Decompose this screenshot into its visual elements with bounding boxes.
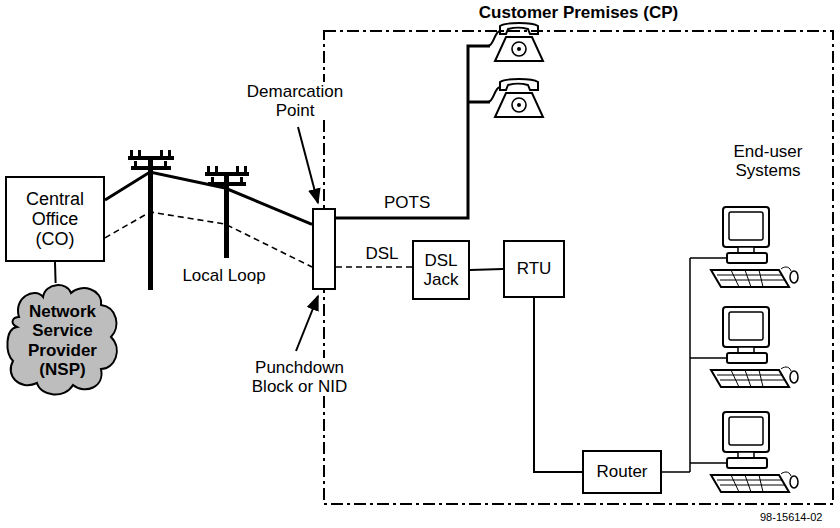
office-box: Central Office (CO): [5, 176, 105, 262]
router-box: Router: [582, 450, 662, 494]
punchdown-block: Punchdown Block or NID: [312, 208, 336, 290]
leader-arrow: [298, 127, 318, 203]
node-text: RTU: [517, 259, 552, 278]
figure-number: 98-15614-02: [760, 511, 822, 523]
connector: [470, 269, 503, 270]
computer-icon: [711, 307, 798, 387]
edge-label: DSL: [363, 244, 400, 263]
telephone-icon: [488, 79, 543, 117]
jack-box: DSL Jack: [412, 240, 470, 300]
utility-pole: [205, 166, 249, 258]
line-label: POTS: [384, 193, 430, 212]
connector: [54, 262, 57, 283]
connector: [534, 298, 582, 472]
callout-text: Demarcation Point: [240, 82, 350, 120]
callout-text: Punchdown Block or NID: [242, 358, 357, 396]
computer-icon: [711, 207, 798, 287]
pots-wire: [336, 46, 490, 218]
connector: [105, 212, 312, 267]
premises-region: Customer Premises (CP)DSL JackRTURouter: [323, 30, 834, 505]
connector: [336, 266, 412, 268]
rtu-box: RTU: [503, 240, 565, 298]
provider-cloud: Network Service Provider (NSP): [5, 283, 120, 398]
connector: [105, 172, 312, 224]
region-heading: Customer Premises (CP): [323, 3, 834, 22]
node-text: Central Office (CO): [10, 189, 100, 249]
line-label: Local Loop: [176, 266, 272, 285]
lan-wire: [662, 258, 727, 472]
node-text: Network Service Provider (NSP): [19, 302, 106, 378]
node-text: DSL Jack: [417, 251, 465, 289]
telephone-icon: [488, 23, 543, 61]
computer-icon: [711, 412, 798, 492]
region-border: [323, 30, 834, 505]
group-label: End-user Systems: [716, 142, 820, 180]
node-text: Router: [596, 462, 647, 481]
leader-arrow: [296, 296, 318, 351]
